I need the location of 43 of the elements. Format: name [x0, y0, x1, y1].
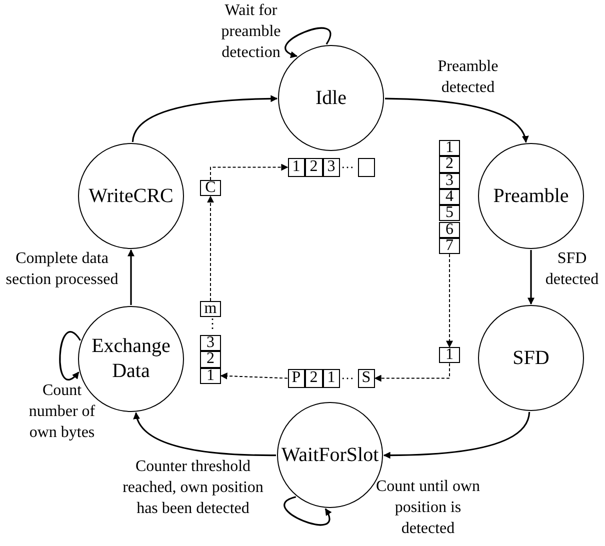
buffer-cell: 1 [439, 140, 460, 156]
buffer-cell: 1 [322, 368, 340, 388]
edge-label: SFD detected [544, 249, 600, 290]
ellipsis: ⋮ [206, 316, 219, 332]
arrow [128, 249, 134, 305]
buffer-cell: 1 [439, 347, 460, 364]
arrow [207, 196, 214, 302]
buffer-cell: 2 [439, 156, 460, 173]
self-loop-arrow [284, 27, 332, 58]
arrow [374, 362, 450, 382]
buffer-cell: 5 [439, 205, 460, 222]
arrow [383, 412, 530, 459]
buffer-cell: 3 [200, 335, 221, 352]
edge-label: Preamble detected [436, 57, 500, 98]
ellipsis: … [341, 367, 354, 383]
edge-label: Counter threshold reached, own position has been detected [122, 457, 264, 519]
arrow [132, 95, 278, 142]
buffer-cell: 2 [305, 368, 322, 388]
ellipsis: … [341, 156, 354, 172]
empty-cell [358, 158, 375, 177]
buffer-cell: P [288, 368, 305, 388]
arrow [134, 412, 276, 456]
self-loop-arrow [59, 331, 81, 380]
buffer-cell: 2 [200, 351, 221, 368]
buffer-cell: 1 [288, 158, 305, 177]
arrow [220, 372, 288, 380]
buffer-cell: 6 [439, 222, 460, 238]
buffer-cell: 2 [305, 158, 322, 177]
buffer-cell: 3 [439, 172, 460, 189]
edge-label: Count until own position is detected [376, 477, 480, 539]
buffer-cell: S [358, 368, 375, 388]
arrow [528, 250, 534, 305]
edge-label: Complete data section processed [4, 249, 120, 290]
buffer-cell: 4 [439, 188, 460, 206]
arrow [210, 164, 288, 180]
buffer-cell: 1 [200, 368, 221, 384]
buffer-cell: C [200, 180, 221, 196]
arrow [446, 254, 453, 348]
buffer-cell: 7 [439, 238, 460, 254]
buffer-cell: m [200, 301, 221, 318]
buffer-cell: 3 [322, 158, 340, 177]
self-loop-arrow [284, 496, 332, 526]
arrow [384, 98, 528, 143]
